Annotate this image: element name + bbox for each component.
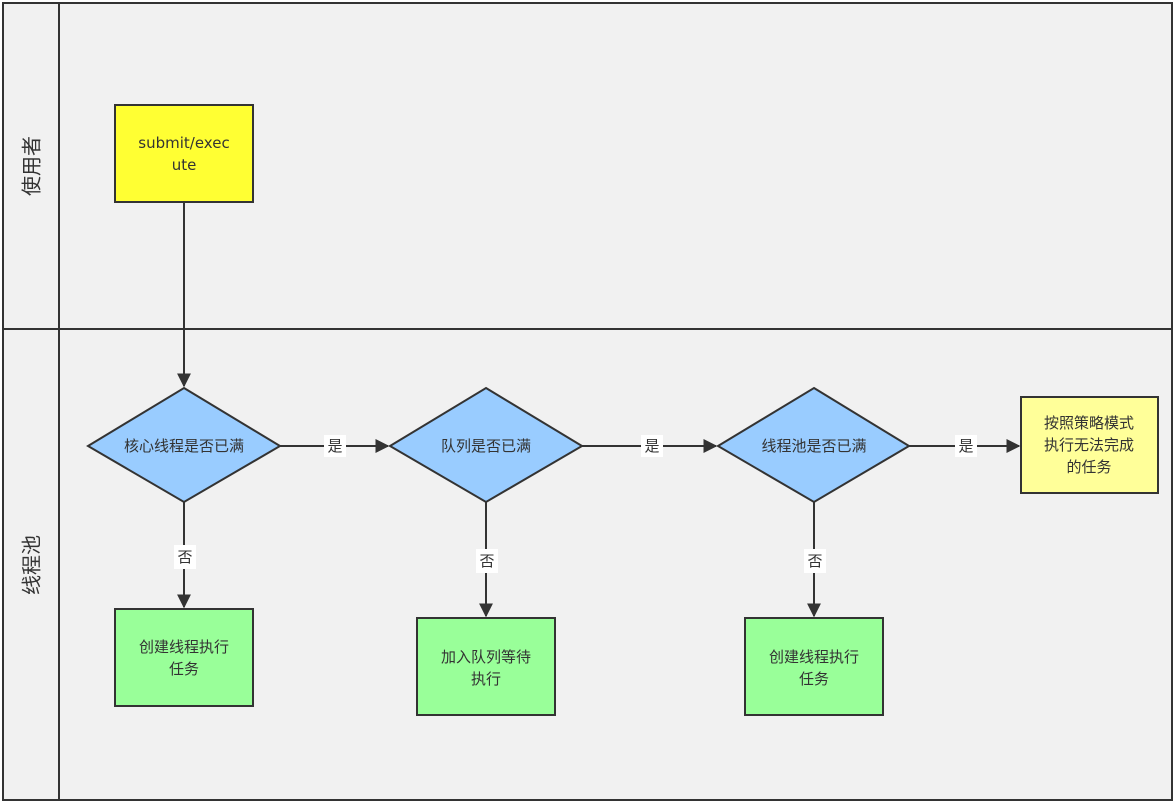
edge-label-bg	[476, 549, 498, 573]
node-queue-full-label: 队列是否已满	[441, 437, 531, 455]
edge-label-bg	[955, 435, 977, 457]
node-reject-line-3: 的任务	[1066, 458, 1111, 476]
node-reject-line-2: 执行无法完成	[1044, 436, 1134, 454]
edge-label-yes: 是	[958, 437, 973, 455]
node-create-core-line-1: 创建线程执行	[139, 638, 229, 656]
node-create-thread-line-1: 创建线程执行	[769, 648, 859, 666]
edge-label-bg	[804, 549, 826, 573]
node-enqueue-line-1: 加入队列等待	[441, 648, 531, 666]
node-core-full: 核心线程是否已满	[86, 386, 282, 504]
node-submit-line-1: submit/exec	[138, 134, 229, 152]
edge-label-no: 否	[177, 548, 192, 566]
node-enqueue-line-2: 执行	[471, 670, 501, 688]
node-pool-full-label: 线程池是否已满	[761, 437, 866, 455]
node-enqueue: 加入队列等待 执行	[416, 617, 556, 716]
edges: 是 是 是 否 否 否	[174, 203, 1021, 618]
edge-label-yes: 是	[327, 437, 342, 455]
node-reject: 按照策略模式 执行无法完成 的任务	[1020, 396, 1159, 494]
node-queue-full: 队列是否已满	[388, 386, 584, 504]
node-submit-line-2: ute	[172, 156, 197, 174]
node-reject-line-1: 按照策略模式	[1044, 414, 1134, 432]
lane-title-user: 使用者	[20, 136, 44, 196]
nodes: submit/exec ute 核心线程是否已满 队列是否已满 线程池是否已满 …	[86, 104, 1159, 716]
edge-label-no: 否	[807, 552, 822, 570]
edge-label-bg	[324, 435, 346, 457]
node-core-full-label: 核心线程是否已满	[124, 437, 244, 455]
node-create-core: 创建线程执行 任务	[114, 608, 254, 707]
edge-label-yes: 是	[644, 437, 659, 455]
node-submit: submit/exec ute	[114, 104, 254, 203]
node-create-thread: 创建线程执行 任务	[744, 617, 884, 716]
edge-label-no: 否	[479, 552, 494, 570]
edge-label-bg	[174, 545, 196, 569]
node-create-core-line-2: 任务	[169, 660, 199, 678]
node-pool-full: 线程池是否已满	[716, 386, 911, 504]
lane-title-pool: 线程池	[20, 535, 44, 595]
node-create-thread-line-2: 任务	[799, 670, 829, 688]
edge-label-bg	[641, 435, 663, 457]
